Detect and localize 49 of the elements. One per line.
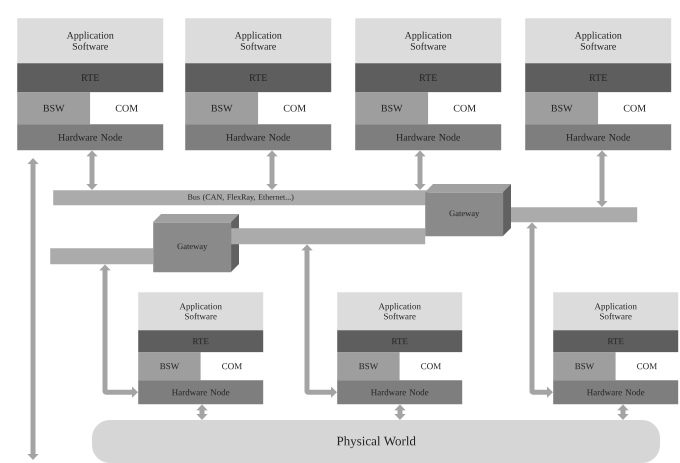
layer-box: RTE [138,330,264,352]
physical-world-cloud: Physical World [92,420,660,463]
layer-box: COM [400,352,462,380]
layer-box: Application Software [138,292,264,330]
layer-box: BSW [185,92,258,124]
hardware-box: Hardware Node [185,124,332,150]
layer-box: RTE [17,63,164,92]
layer-box: COM [428,92,502,124]
hardware-box: Hardware Node [553,380,678,404]
layer-box: COM [616,352,678,380]
layer-box: Application Software [337,292,462,330]
layer-box: COM [598,92,672,124]
node-label: COM [116,104,138,112]
hardware-box: Hardware Node [17,124,164,150]
node-label: COM [421,363,441,370]
layer-box: RTE [553,330,678,352]
node-label: COM [454,104,476,112]
layer-box: BSW [525,92,598,124]
layer-box: BSW [17,92,90,124]
gateway-cube: Gateway [425,184,511,236]
layer-box: Application Software [525,18,672,64]
node-label: COM [624,104,646,112]
node-label: COM [222,363,242,370]
layer-box: BSW [355,92,428,124]
layer-box: RTE [525,63,672,92]
layer-box: COM [200,352,264,380]
hardware-box: Hardware Node [525,124,672,150]
bus-bar [231,228,426,244]
layer-box: RTE [355,63,502,92]
layer-box: BSW [553,352,616,380]
layer-box: Application Software [17,18,164,64]
hardware-box: Hardware Node [355,124,502,150]
layer-box: RTE [337,330,462,352]
layer-box: COM [258,92,332,124]
bus-bar [508,207,638,222]
gateway-cube: Gateway [153,214,239,272]
layer-box: RTE [185,63,332,92]
node-label: COM [637,363,657,370]
bus-bar [50,248,154,264]
hardware-box: Hardware Node [337,380,462,404]
hardware-box: Hardware Node [138,380,264,404]
layer-box: BSW [337,352,400,380]
layer-box: Application Software [185,18,332,64]
layer-box: COM [90,92,164,124]
node-label: COM [284,104,306,112]
layer-box: BSW [138,352,201,380]
layer-box: Application Software [355,18,502,64]
bus-bar: Bus (CAN, FlexRay, Ethernet...) [53,190,428,206]
layer-box: Application Software [553,292,678,330]
